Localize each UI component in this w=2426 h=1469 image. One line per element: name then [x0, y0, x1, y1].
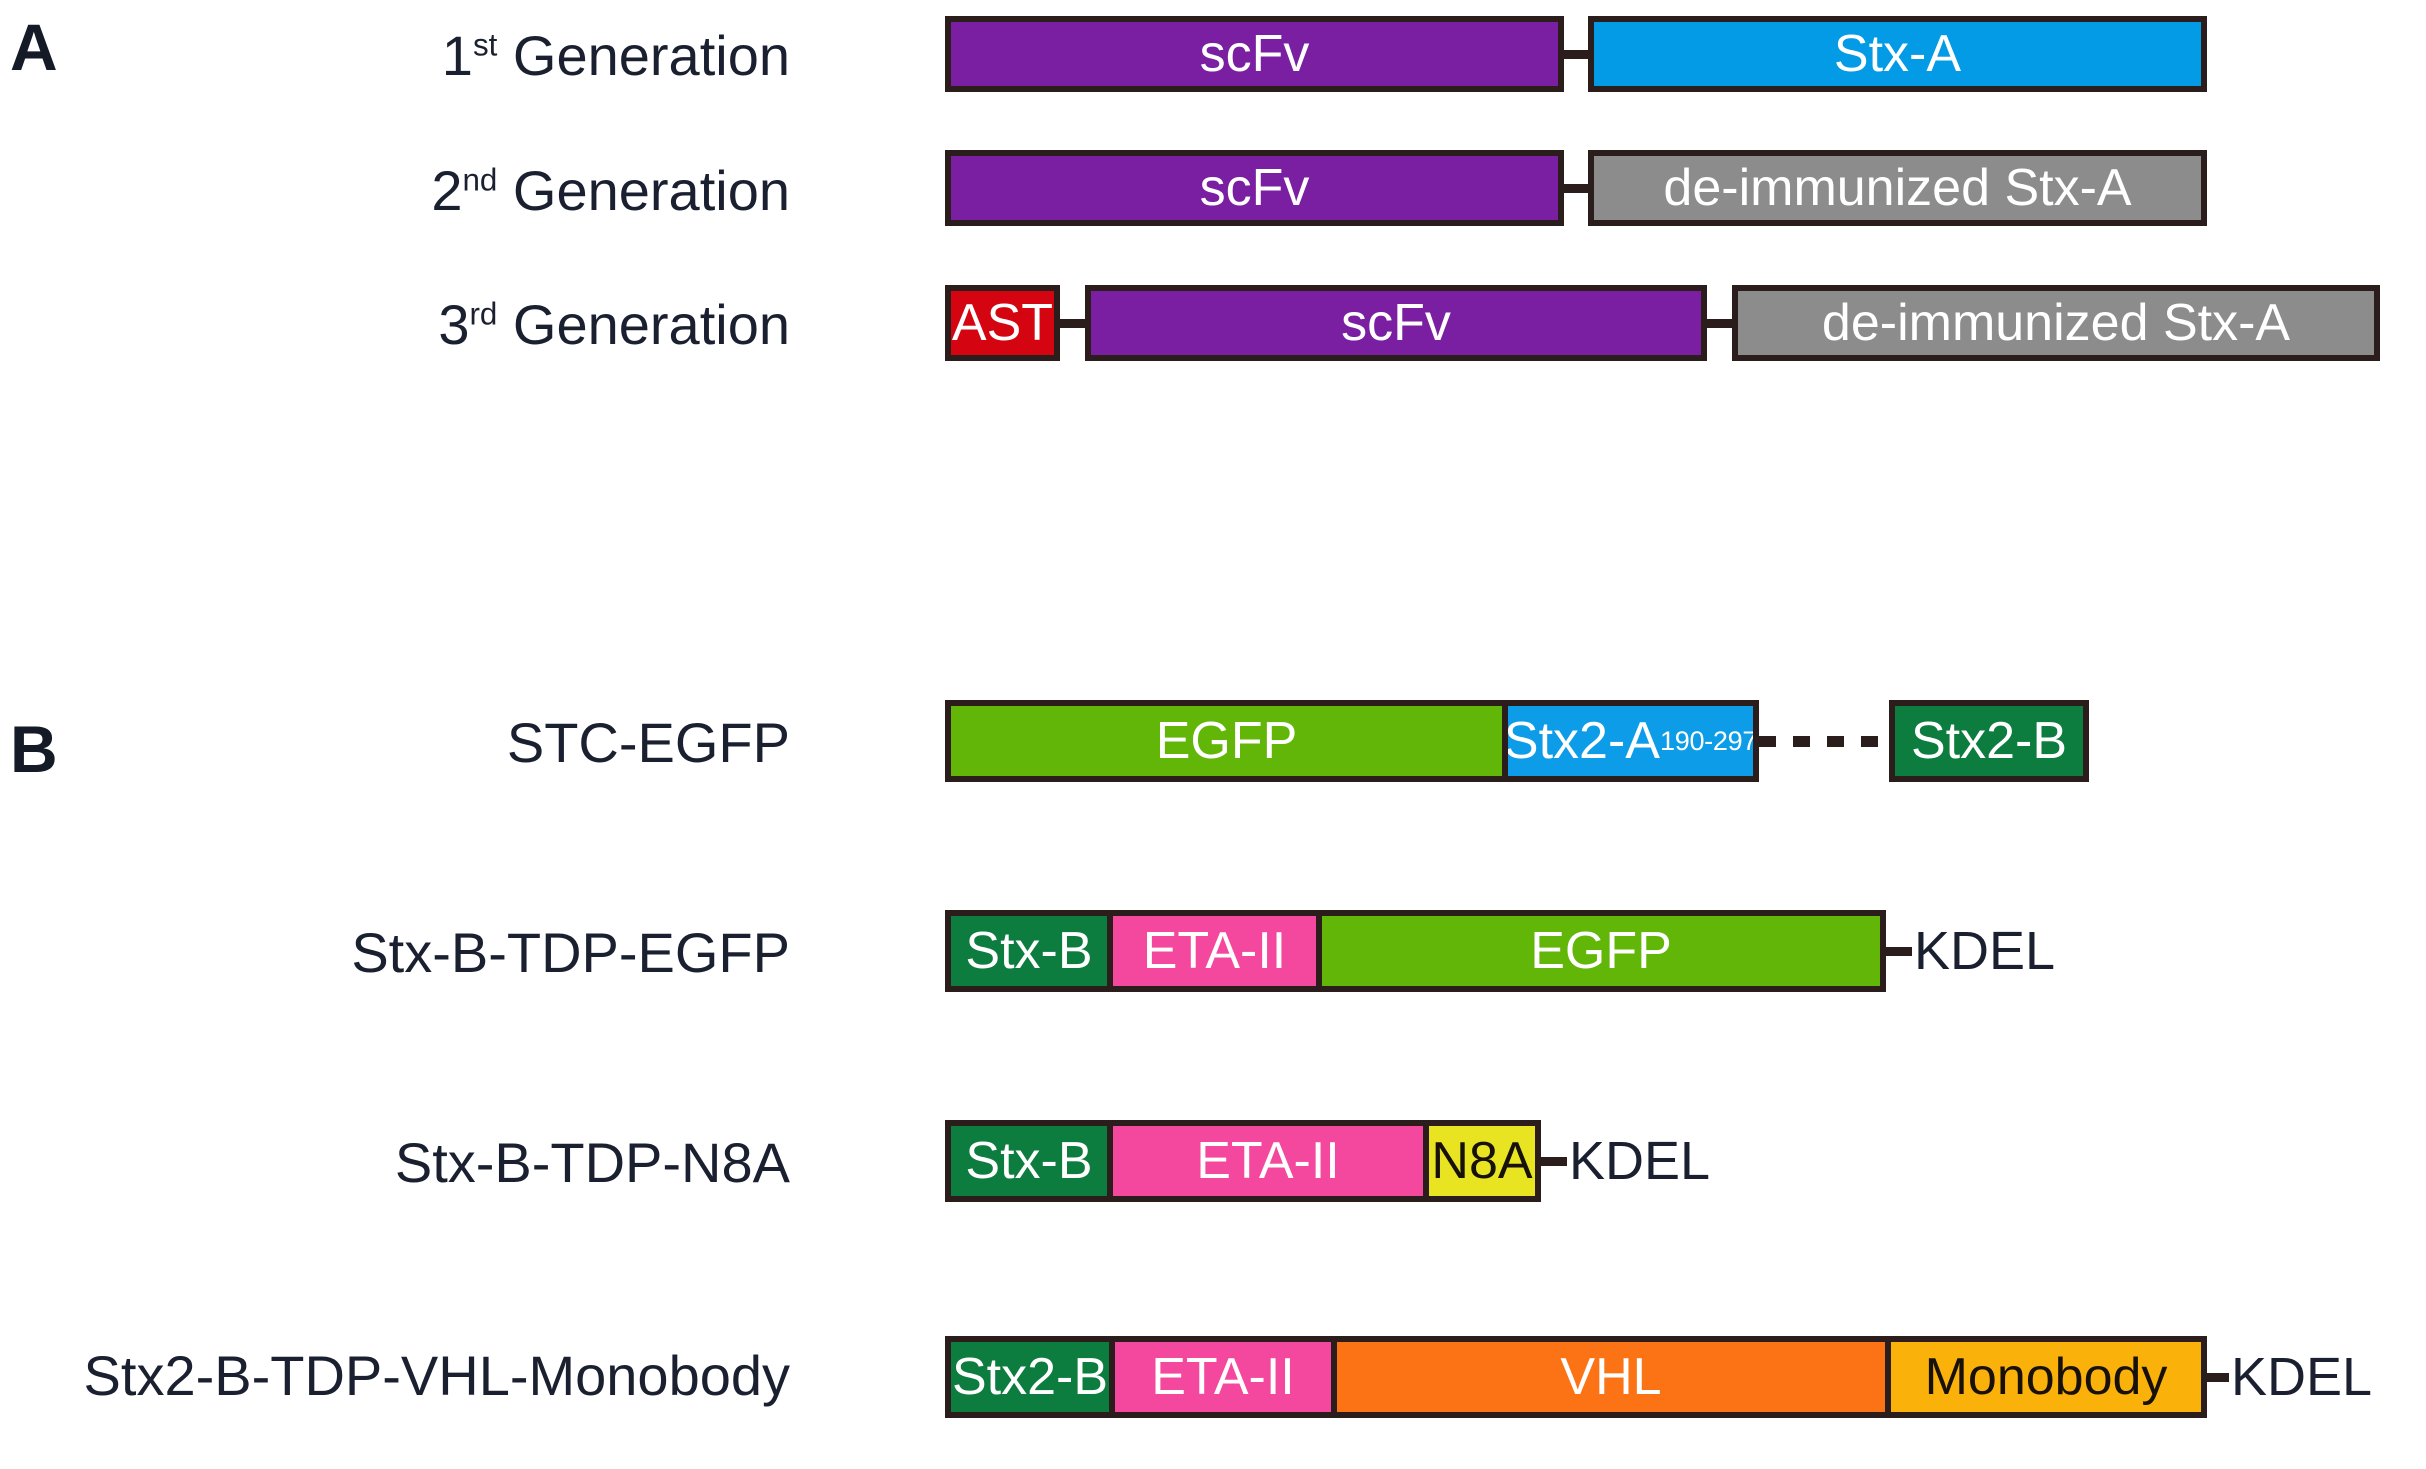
- connector-solid: [1564, 183, 1588, 193]
- domain-box-scfv[interactable]: scFv: [945, 16, 1564, 92]
- row-label-1st-generation: 1st Generation: [442, 28, 790, 84]
- construct-track-stx-b-tdp-n8a: Stx-B ETA-II N8A KDEL: [945, 1120, 1945, 1202]
- domain-box-n8a[interactable]: N8A: [1423, 1120, 1541, 1202]
- row-label-text: Generation: [497, 159, 790, 222]
- row-label-stx2-b-tdp-vhl-monobody: Stx2-B-TDP-VHL-Monobody: [83, 1344, 790, 1407]
- domain-label-stx2-a: Stx2-A: [1503, 712, 1660, 770]
- connector-solid: [1886, 946, 1912, 956]
- construct-track-stx2-b-tdp-vhl-monobody: Stx2-B ETA-II VHL Monobody KDEL: [945, 1336, 2375, 1418]
- domain-box-egfp[interactable]: EGFP: [1316, 910, 1886, 992]
- construct-track-stx-b-tdp-egfp: Stx-B ETA-II EGFP KDEL: [945, 910, 2235, 992]
- row-label-stx-b-tdp-n8a: Stx-B-TDP-N8A: [394, 1131, 790, 1194]
- domain-box-ast[interactable]: AST: [945, 285, 1060, 361]
- row-label-2nd-generation: 2nd Generation: [431, 163, 790, 219]
- domain-box-eta-ii[interactable]: ETA-II: [1109, 1336, 1337, 1418]
- domain-box-eta-ii[interactable]: ETA-II: [1107, 1120, 1429, 1202]
- row-label-3rd-generation: 3rd Generation: [438, 297, 790, 353]
- row-label-stc-egfp: STC-EGFP: [506, 711, 790, 774]
- domain-box-de-immunized-stx-a[interactable]: de-immunized Stx-A: [1732, 285, 2380, 361]
- connector-solid: [1707, 318, 1732, 328]
- row-label-ordinal-suffix: st: [472, 27, 498, 63]
- domain-box-scfv[interactable]: scFv: [1085, 285, 1707, 361]
- connector-solid: [1541, 1156, 1567, 1166]
- connector-solid: [1060, 318, 1085, 328]
- domain-box-stx-b[interactable]: Stx-B: [945, 1120, 1113, 1202]
- domain-box-vhl[interactable]: VHL: [1331, 1336, 1891, 1418]
- row-label-ordinal-suffix: nd: [462, 162, 498, 198]
- fused-group-stxb-etaii-egfp: Stx-B ETA-II EGFP: [945, 910, 1886, 992]
- fused-group-stxb-etaii-n8a: Stx-B ETA-II N8A: [945, 1120, 1541, 1202]
- panel-letter-a: A: [10, 10, 58, 84]
- row-label-ordinal-suffix: rd: [469, 296, 498, 332]
- domain-box-stx2-b[interactable]: Stx2-B: [1889, 700, 2089, 782]
- connector-dotted: [1759, 735, 1889, 747]
- domain-box-eta-ii[interactable]: ETA-II: [1107, 910, 1322, 992]
- construct-track-2nd-generation: scFv de-immunized Stx-A: [945, 150, 2207, 226]
- tail-label-kdel: KDEL: [2231, 1347, 2373, 1407]
- connector-solid: [1564, 49, 1588, 59]
- row-label-ordinal: 2: [431, 159, 463, 222]
- construct-track-3rd-generation: AST scFv de-immunized Stx-A: [945, 285, 2380, 361]
- row-label-ordinal: 3: [438, 293, 470, 356]
- tail-label-kdel: KDEL: [1914, 921, 2056, 981]
- row-label-ordinal: 1: [441, 24, 473, 87]
- row-label-text: Generation: [497, 24, 790, 87]
- domain-box-egfp[interactable]: EGFP: [945, 700, 1508, 782]
- connector-solid: [2207, 1372, 2229, 1382]
- domain-box-de-immunized-stx-a[interactable]: de-immunized Stx-A: [1588, 150, 2207, 226]
- domain-box-stx-b[interactable]: Stx-B: [945, 910, 1113, 992]
- domain-box-scfv[interactable]: scFv: [945, 150, 1564, 226]
- construct-track-1st-generation: scFv Stx-A: [945, 16, 2207, 92]
- domain-box-monobody[interactable]: Monobody: [1885, 1336, 2207, 1418]
- fused-group-stx2b-etaii-vhl-monobody: Stx2-B ETA-II VHL Monobody: [945, 1336, 2207, 1418]
- row-label-text: Generation: [497, 293, 790, 356]
- domain-box-stx2-b[interactable]: Stx2-B: [945, 1336, 1115, 1418]
- domain-box-stx-a[interactable]: Stx-A: [1588, 16, 2207, 92]
- row-label-stx-b-tdp-egfp: Stx-B-TDP-EGFP: [351, 921, 790, 984]
- tail-label-kdel: KDEL: [1569, 1131, 1711, 1191]
- panel-letter-b: B: [10, 712, 58, 786]
